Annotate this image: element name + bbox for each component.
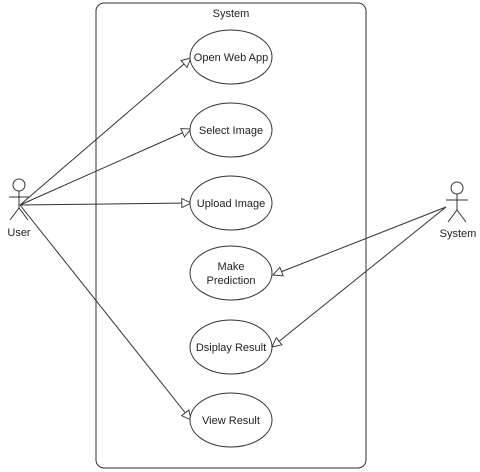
- use-case-upload[interactable]: Upload Image: [189, 175, 273, 231]
- use-case-open-label: Open Web App: [194, 52, 268, 64]
- actor-user-head: [12, 178, 26, 192]
- actor-system-label: System: [440, 228, 477, 240]
- actor-system[interactable]: System: [440, 181, 477, 240]
- use-case-select-label: Select Image: [199, 125, 263, 137]
- association-system-display: [272, 206, 447, 347]
- use-case-select-ellipse: [189, 102, 273, 158]
- use-case-display[interactable]: Dsiplay Result: [189, 319, 273, 375]
- use-case-display-ellipse: [189, 319, 273, 375]
- actor-system-left-leg: [447, 209, 458, 223]
- system-boundary: System: [95, 2, 367, 469]
- association-system-predict: [273, 206, 447, 275]
- use-case-predict-label: Prediction: [207, 275, 256, 287]
- use-case-upload-ellipse: [189, 175, 273, 231]
- use-case-open[interactable]: Open Web App: [189, 29, 273, 85]
- use-case-open-ellipse: [189, 29, 273, 85]
- use-case-predict-ellipse: [189, 245, 273, 301]
- associations: [19, 58, 447, 420]
- association-user-upload: [19, 203, 191, 205]
- use-case-upload-label: Upload Image: [197, 198, 266, 210]
- use-case-display-label: Dsiplay Result: [196, 342, 266, 354]
- actor-system-right-leg: [456, 209, 467, 223]
- use-case-view-label: View Result: [202, 415, 260, 427]
- actor-user-label: User: [7, 227, 31, 239]
- system-boundary-box: [95, 2, 367, 469]
- system-boundary-label: System: [213, 8, 250, 20]
- actor-user-right-leg: [18, 207, 29, 221]
- actor-user[interactable]: User: [7, 178, 31, 239]
- use-case-view-ellipse: [189, 392, 273, 448]
- association-user-select: [19, 129, 191, 206]
- association-user-view: [19, 204, 191, 420]
- actor-user-left-leg: [9, 207, 20, 221]
- use-case-view[interactable]: View Result: [189, 392, 273, 448]
- actor-system-head: [450, 181, 464, 195]
- use-case-select[interactable]: Select Image: [189, 102, 273, 158]
- association-user-open: [19, 58, 191, 206]
- use-case-predict-label: Make: [218, 261, 245, 273]
